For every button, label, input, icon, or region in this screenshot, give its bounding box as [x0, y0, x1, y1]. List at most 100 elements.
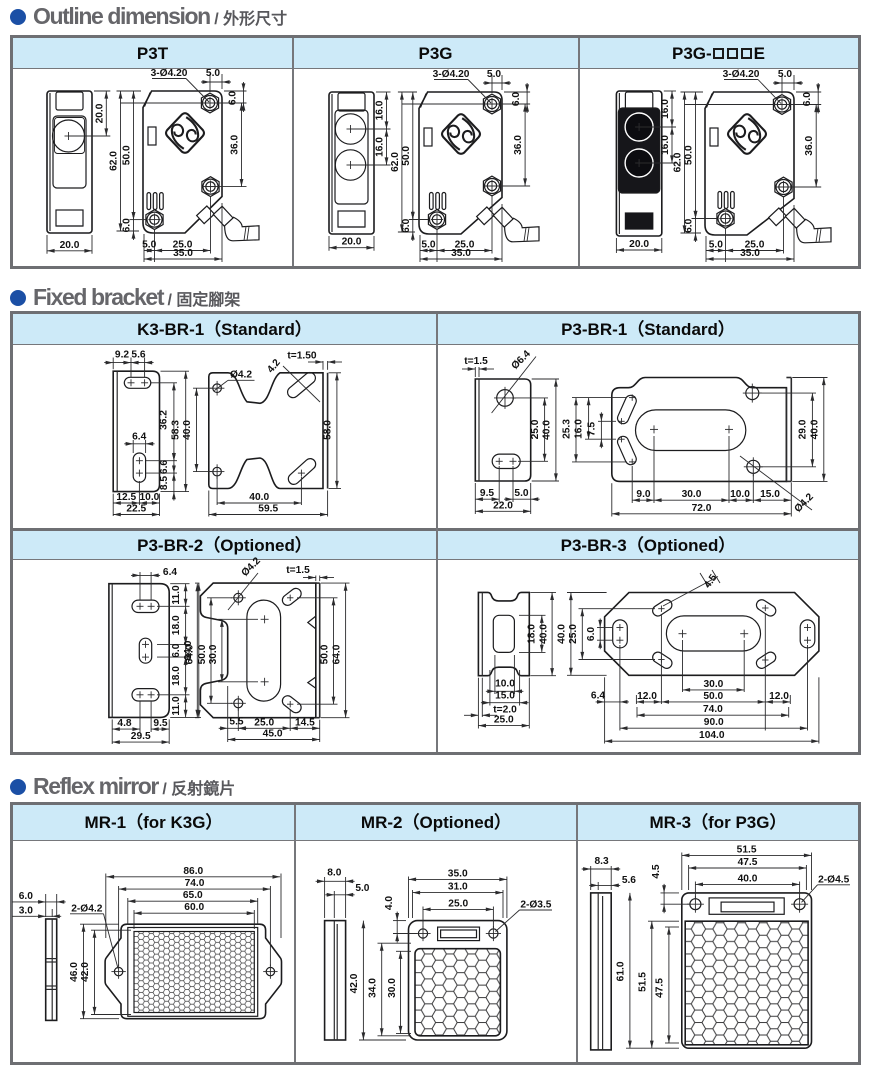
svg-text:t=2.0: t=2.0	[493, 705, 517, 716]
svg-text:50.0: 50.0	[401, 146, 412, 166]
svg-text:t=1.5: t=1.5	[286, 565, 310, 576]
svg-text:5.0: 5.0	[778, 69, 792, 80]
svg-text:40.0: 40.0	[810, 419, 821, 439]
svg-text:62.0: 62.0	[673, 152, 684, 172]
svg-text:6.0: 6.0	[401, 218, 412, 232]
svg-text:22.5: 22.5	[126, 504, 146, 515]
svg-text:t=1.50: t=1.50	[287, 351, 317, 362]
svg-text:5.6: 5.6	[131, 350, 145, 361]
svg-text:6.0: 6.0	[122, 218, 133, 232]
svg-text:12.0: 12.0	[769, 691, 789, 702]
svg-text:40.0: 40.0	[557, 624, 568, 644]
svg-text:9.0: 9.0	[636, 489, 650, 500]
svg-text:6.0: 6.0	[586, 627, 597, 641]
svg-text:50.0: 50.0	[122, 145, 133, 165]
svg-text:64.0: 64.0	[331, 644, 342, 664]
svg-text:34.0: 34.0	[367, 978, 378, 998]
svg-text:29.5: 29.5	[131, 731, 151, 742]
svg-text:6.4: 6.4	[132, 432, 146, 443]
svg-text:8.0: 8.0	[327, 868, 341, 879]
svg-text:58.0: 58.0	[323, 420, 334, 440]
svg-text:25.3: 25.3	[562, 419, 573, 439]
svg-text:50.0: 50.0	[684, 145, 695, 165]
svg-text:35.0: 35.0	[173, 248, 193, 259]
svg-text:40.0: 40.0	[182, 420, 193, 440]
svg-text:58.3: 58.3	[171, 420, 182, 440]
svg-text:9.5: 9.5	[153, 718, 167, 729]
svg-text:9.5: 9.5	[480, 488, 494, 499]
svg-text:6.4: 6.4	[591, 691, 605, 702]
svg-text:61.0: 61.0	[616, 961, 627, 981]
svg-text:5.0: 5.0	[142, 240, 156, 251]
svg-text:22.0: 22.0	[493, 500, 513, 511]
svg-text:3-Ø4.20: 3-Ø4.20	[433, 69, 470, 80]
svg-text:Ø4.2: Ø4.2	[793, 491, 817, 515]
svg-text:5.5: 5.5	[229, 716, 243, 727]
svg-text:6.6: 6.6	[159, 460, 170, 474]
svg-text:10.0: 10.0	[730, 489, 750, 500]
svg-text:20.0: 20.0	[60, 240, 80, 251]
svg-text:86.0: 86.0	[183, 866, 203, 877]
svg-text:2-Ø3.5: 2-Ø3.5	[520, 900, 551, 911]
svg-text:6.0: 6.0	[684, 218, 695, 232]
svg-text:Ø6.4: Ø6.4	[510, 348, 534, 372]
svg-text:3-Ø4.20: 3-Ø4.20	[723, 69, 760, 80]
svg-text:4.5: 4.5	[651, 864, 662, 878]
svg-text:25.0: 25.0	[254, 717, 274, 728]
svg-text:60.0: 60.0	[184, 902, 204, 913]
svg-text:10.0: 10.0	[139, 492, 159, 503]
svg-text:10.0: 10.0	[495, 679, 515, 690]
svg-text:5.0: 5.0	[514, 488, 528, 499]
svg-text:8.3: 8.3	[595, 856, 609, 867]
svg-text:74.0: 74.0	[185, 878, 205, 889]
svg-text:25.0: 25.0	[568, 624, 579, 644]
svg-text:35.0: 35.0	[740, 248, 760, 259]
svg-text:11.0: 11.0	[171, 585, 182, 605]
svg-text:51.5: 51.5	[638, 972, 649, 992]
svg-text:25.0: 25.0	[455, 240, 475, 251]
svg-text:42.0: 42.0	[349, 973, 360, 993]
svg-text:12.0: 12.0	[637, 691, 657, 702]
svg-text:36.0: 36.0	[513, 135, 524, 155]
svg-text:36.0: 36.0	[230, 135, 241, 155]
svg-text:18.0: 18.0	[171, 666, 182, 686]
svg-text:16.0: 16.0	[574, 419, 585, 439]
svg-text:50.0: 50.0	[197, 644, 208, 664]
svg-text:45.0: 45.0	[263, 729, 283, 740]
svg-text:14.5: 14.5	[295, 717, 315, 728]
svg-text:40.0: 40.0	[738, 873, 758, 884]
svg-text:5.0: 5.0	[355, 883, 369, 894]
svg-text:5.6: 5.6	[622, 875, 636, 886]
svg-text:16.0: 16.0	[375, 100, 386, 120]
svg-text:6.0: 6.0	[171, 643, 182, 657]
svg-text:47.5: 47.5	[738, 857, 758, 868]
svg-text:20.0: 20.0	[342, 237, 362, 248]
svg-text:2-Ø4.5: 2-Ø4.5	[818, 874, 849, 885]
svg-text:30.0: 30.0	[208, 644, 219, 664]
svg-text:104.0: 104.0	[699, 730, 725, 741]
svg-text:30.0: 30.0	[387, 978, 398, 998]
svg-text:16.0: 16.0	[375, 137, 386, 157]
svg-text:3-Ø4.20: 3-Ø4.20	[151, 68, 188, 79]
svg-text:35.0: 35.0	[451, 248, 471, 259]
svg-text:65.0: 65.0	[183, 890, 203, 901]
svg-text:42.0: 42.0	[80, 962, 91, 982]
svg-text:74.0: 74.0	[703, 704, 723, 715]
svg-text:5.0: 5.0	[487, 69, 501, 80]
svg-text:36.2: 36.2	[159, 410, 170, 430]
svg-text:2-Ø4.2: 2-Ø4.2	[71, 904, 102, 915]
svg-text:6.0: 6.0	[228, 91, 239, 105]
svg-text:9.2: 9.2	[115, 350, 129, 361]
svg-text:30.0: 30.0	[703, 679, 723, 690]
svg-text:64.0: 64.0	[185, 644, 196, 664]
svg-text:16.0: 16.0	[660, 135, 671, 155]
svg-text:40.0: 40.0	[542, 420, 553, 440]
svg-text:4.8: 4.8	[117, 718, 131, 729]
svg-text:20.0: 20.0	[629, 239, 649, 250]
svg-text:25.0: 25.0	[745, 240, 765, 251]
svg-text:62.0: 62.0	[109, 151, 120, 171]
svg-text:25.0: 25.0	[530, 419, 541, 439]
svg-text:4.5: 4.5	[702, 572, 719, 590]
svg-text:18.0: 18.0	[527, 624, 538, 644]
svg-text:Ø4.2: Ø4.2	[240, 555, 264, 579]
